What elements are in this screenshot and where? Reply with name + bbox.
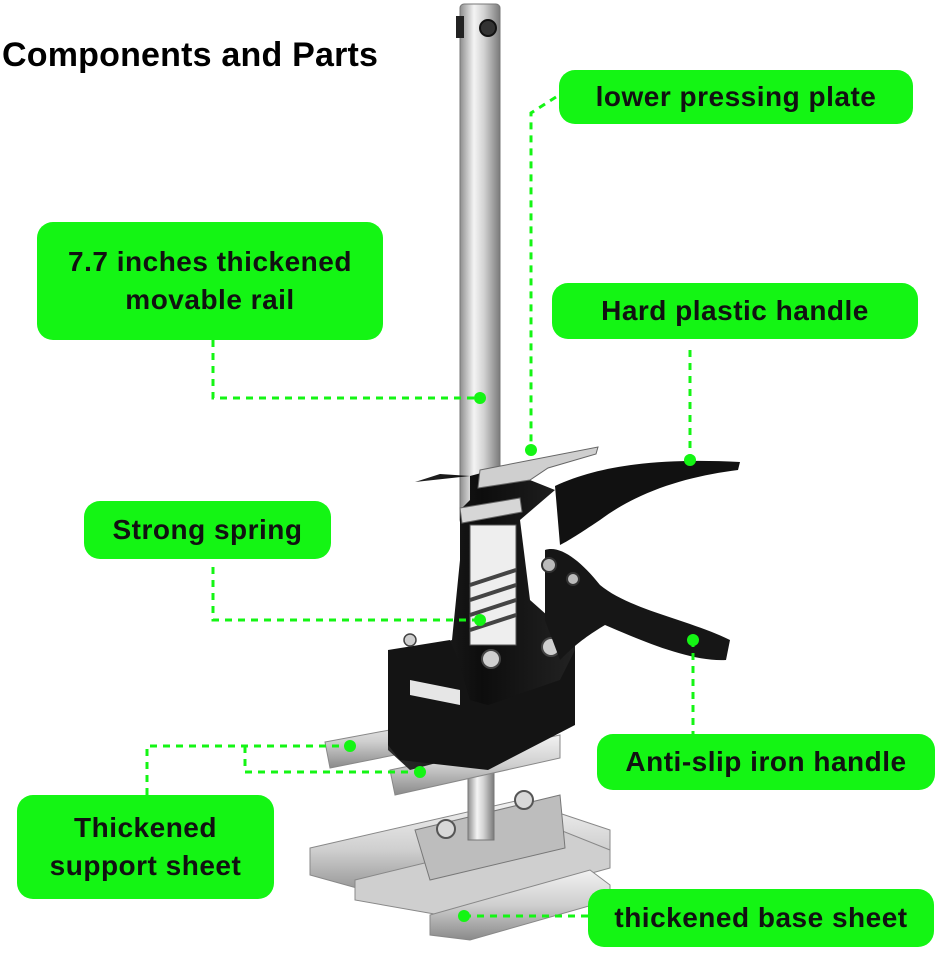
callout-strong-spring-line1: Strong spring bbox=[112, 514, 303, 546]
callout-base-sheet: thickened base sheet bbox=[588, 889, 934, 947]
callout-base-sheet-line1: thickened base sheet bbox=[614, 902, 908, 934]
callout-lower-pressing-plate-line1: lower pressing plate bbox=[595, 81, 877, 113]
callout-support-sheet-line1: Thickened bbox=[74, 812, 217, 844]
pressing-plate-shape bbox=[477, 446, 599, 489]
rail-shape bbox=[459, 3, 501, 525]
leader-lines bbox=[145, 95, 695, 918]
page-title: Components and Parts bbox=[2, 36, 379, 74]
callout-plastic-handle-line1: Hard plastic handle bbox=[601, 295, 869, 327]
callout-plastic-handle: Hard plastic handle bbox=[552, 283, 918, 339]
callout-support-sheet: Thickened support sheet bbox=[17, 795, 274, 899]
plastic-handle-shape bbox=[555, 460, 740, 545]
callout-iron-handle-line1: Anti-slip iron handle bbox=[625, 746, 907, 778]
leader-dots bbox=[344, 392, 699, 922]
callout-movable-rail-line2: movable rail bbox=[125, 284, 295, 315]
callout-movable-rail-line1: 7.7 inches thickened bbox=[68, 246, 352, 278]
callout-support-sheet-line2: support sheet bbox=[49, 850, 242, 881]
callout-iron-handle: Anti-slip iron handle bbox=[597, 734, 935, 790]
callout-movable-rail: 7.7 inches thickened movable rail bbox=[37, 222, 383, 340]
iron-handle-shape bbox=[545, 549, 730, 661]
callout-strong-spring: Strong spring bbox=[84, 501, 331, 559]
callout-lower-pressing-plate: lower pressing plate bbox=[559, 70, 913, 124]
